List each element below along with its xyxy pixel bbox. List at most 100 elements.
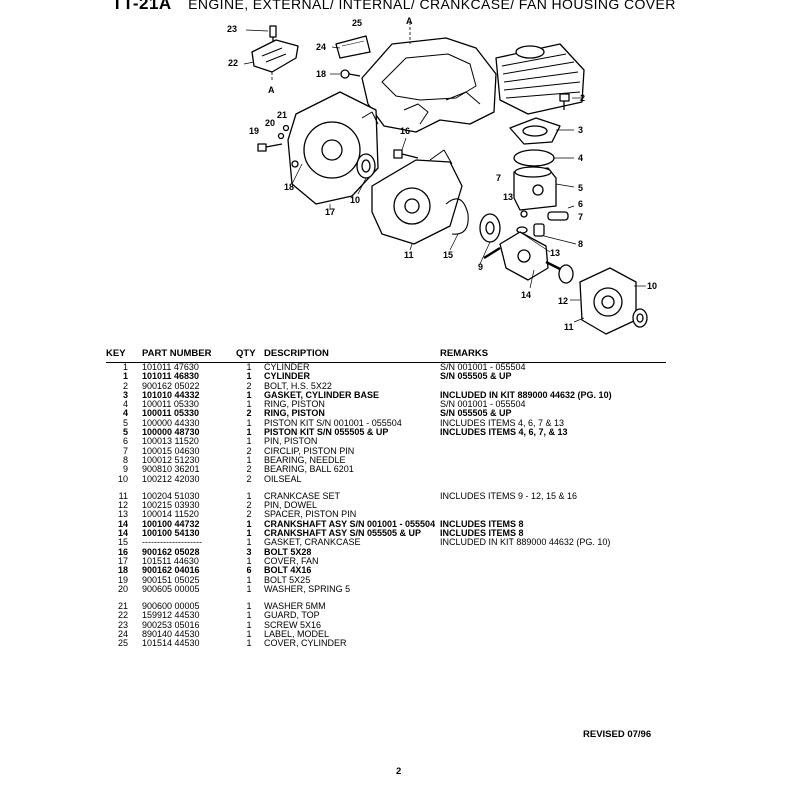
row-key: 3 bbox=[122, 389, 128, 400]
callout-label: 15 bbox=[443, 250, 453, 260]
row-part-number: 101011 46830 bbox=[142, 371, 200, 382]
row-qty: 1 bbox=[246, 417, 252, 428]
row-qty: 2 bbox=[246, 380, 252, 391]
row-part-number: 900600 00005 bbox=[142, 601, 200, 612]
row-description: CIRCLIP, PISTON PIN bbox=[264, 445, 355, 456]
callout-label: 22 bbox=[228, 58, 238, 68]
row-remarks bbox=[440, 621, 640, 630]
row-qty: 1 bbox=[246, 537, 252, 548]
row-remarks bbox=[440, 548, 640, 557]
row-key: 21 bbox=[117, 601, 128, 612]
row-remarks: S/N 001001 - 055504 bbox=[440, 362, 526, 372]
row-qty: 1 bbox=[246, 427, 252, 438]
row-key: 1 bbox=[122, 371, 128, 382]
row-part-number: 900605 00005 bbox=[142, 583, 200, 594]
row-key: 19 bbox=[117, 574, 128, 585]
row-description: BEARING, BALL 6201 bbox=[264, 464, 354, 475]
crankcase-gasket-15-drawing bbox=[445, 198, 469, 235]
callout-label: 21 bbox=[277, 110, 287, 120]
row-key: 18 bbox=[117, 565, 128, 576]
ball-bearing-9-drawing bbox=[479, 213, 501, 243]
row-qty: 1 bbox=[246, 528, 252, 539]
row-qty: 2 bbox=[246, 445, 252, 456]
callout-label: 9 bbox=[478, 262, 483, 272]
row-part-number: -------------------- bbox=[142, 537, 202, 548]
column-header-part-number: PART NUMBER bbox=[142, 348, 212, 359]
row-remarks: INCLUDES ITEMS 4, 6, 7, & 13 bbox=[440, 427, 568, 438]
row-remarks bbox=[440, 585, 640, 594]
model-number: TT-21A bbox=[112, 0, 172, 13]
row-qty: 1 bbox=[246, 490, 252, 501]
bolt-18-top-drawing bbox=[340, 69, 361, 79]
row-part-number: 900151 05025 bbox=[142, 574, 200, 585]
callout-label: 24 bbox=[316, 42, 326, 52]
row-description: WASHER, SPRING 5 bbox=[264, 583, 351, 594]
row-qty: 1 bbox=[246, 638, 252, 649]
needle-bearing-8-drawing bbox=[533, 223, 545, 237]
row-qty: 1 bbox=[246, 362, 252, 372]
row-key: 4 bbox=[122, 399, 128, 410]
row-part-number: 100013 11520 bbox=[142, 436, 199, 447]
callout-label: 12 bbox=[558, 296, 568, 306]
callout-label: 25 bbox=[352, 18, 362, 28]
model-label-24-drawing bbox=[335, 35, 371, 59]
row-description: CYLINDER bbox=[264, 371, 311, 382]
bolt-2-drawing bbox=[559, 93, 570, 110]
row-remarks bbox=[440, 602, 640, 611]
row-key: 6 bbox=[122, 436, 128, 447]
row-qty: 6 bbox=[246, 565, 252, 576]
row-description: COVER, FAN bbox=[264, 555, 319, 566]
row-remarks: S/N 055505 & UP bbox=[440, 408, 512, 419]
callout-label: 18 bbox=[284, 182, 294, 192]
row-part-number: 900162 04016 bbox=[142, 565, 200, 576]
row-key: 22 bbox=[117, 610, 128, 621]
row-key: 17 bbox=[117, 555, 128, 566]
gasket-3-drawing bbox=[509, 117, 561, 145]
column-header-key: KEY bbox=[106, 348, 126, 359]
row-description: CRANKCASE SET bbox=[264, 490, 341, 501]
row-part-number: 100014 11520 bbox=[142, 509, 199, 520]
row-part-number: 100212 42030 bbox=[142, 473, 200, 484]
row-description: BOLT, H.S. 5X22 bbox=[264, 380, 332, 391]
washer-20-drawing bbox=[277, 132, 285, 140]
row-qty: 3 bbox=[246, 546, 252, 557]
row-description: BOLT 4X16 bbox=[264, 565, 312, 576]
row-description: RING, PISTON bbox=[264, 399, 325, 410]
row-part-number: 101011 47630 bbox=[142, 362, 199, 372]
callout-label: 6 bbox=[578, 199, 583, 209]
row-qty: 2 bbox=[246, 509, 252, 520]
row-description: PIN, PISTON bbox=[264, 436, 318, 447]
row-description: GUARD, TOP bbox=[264, 610, 320, 621]
row-part-number: 900162 05028 bbox=[142, 546, 200, 557]
row-qty: 2 bbox=[246, 500, 252, 511]
bolt-16-drawing bbox=[393, 149, 419, 159]
fan-cover-17-drawing bbox=[287, 91, 379, 205]
revision-note: REVISED 07/96 bbox=[583, 729, 652, 740]
row-key: 7 bbox=[122, 445, 128, 456]
row-key: 9 bbox=[122, 464, 128, 475]
row-key: 15 bbox=[117, 537, 128, 548]
row-description: PISTON KIT S/N 055505 & UP bbox=[264, 427, 389, 438]
callout-label: 11 bbox=[564, 322, 574, 332]
column-header-remarks: REMARKS bbox=[440, 348, 489, 359]
callout-label: 11 bbox=[404, 250, 414, 260]
row-part-number: 101010 44332 bbox=[142, 389, 200, 400]
row-part-number: 100100 44732 bbox=[142, 518, 200, 529]
table-row: 18 900162 04016 6 BOLT 4X16 bbox=[106, 565, 666, 576]
row-part-number: 900810 36201 bbox=[142, 464, 200, 475]
row-remarks: INCLUDES ITEMS 4, 6, 7 & 13 bbox=[440, 417, 565, 428]
row-remarks: INCLUDES ITEMS 8 bbox=[440, 528, 524, 539]
